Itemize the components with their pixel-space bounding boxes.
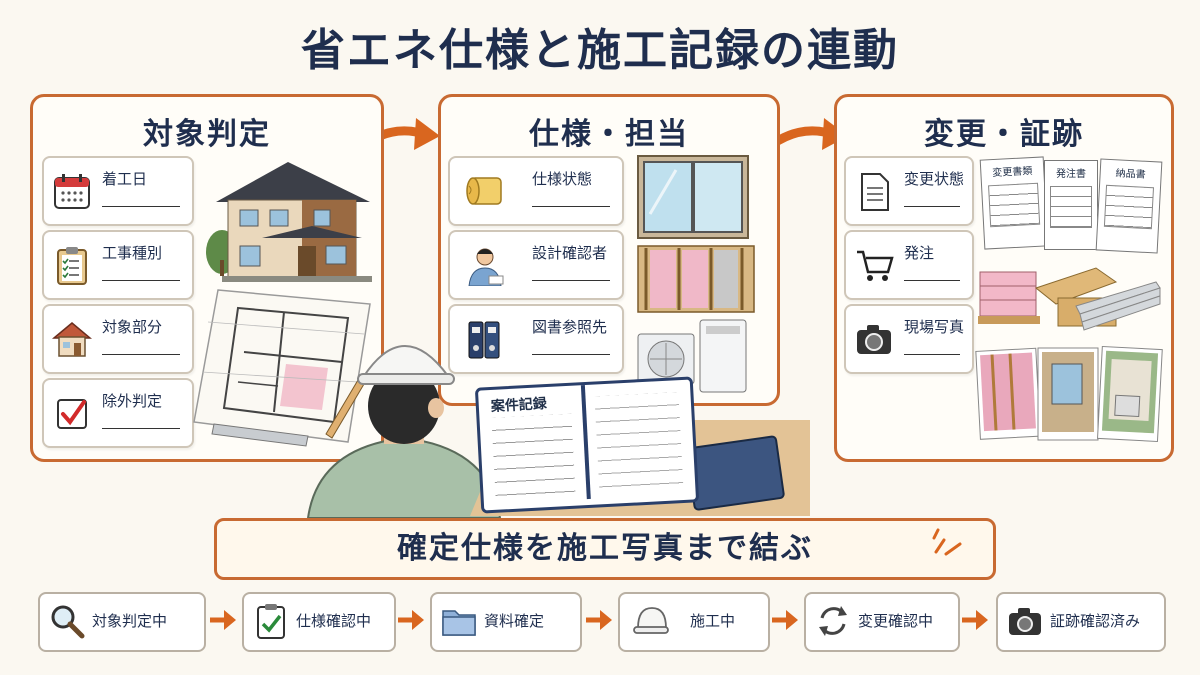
card-label: 変更状態 [904, 170, 965, 188]
doc-title: 納品書 [1115, 168, 1146, 181]
card-site-photo[interactable]: 現場写真 [844, 304, 974, 374]
card-label: 図書参照先 [532, 318, 608, 336]
step-label: 施工中 [690, 612, 736, 630]
clipboard-icon [57, 247, 87, 285]
doc-title: 発注書 [1056, 169, 1086, 180]
card-label: 現場写真 [904, 318, 965, 336]
document-icon [861, 173, 889, 211]
notebook-spine [580, 385, 591, 500]
camera-icon [857, 325, 891, 354]
step-label: 証跡確認済み [1050, 612, 1141, 630]
summary-banner: 確定仕様を施工写真まで結ぶ [214, 518, 996, 580]
input-line [532, 354, 610, 355]
house-illustration [206, 162, 372, 282]
card-target-part[interactable]: 対象部分 [42, 304, 194, 374]
wall-insulation-illustration [637, 245, 755, 313]
card-doc-reference[interactable]: 図書参照先 [448, 304, 624, 374]
hard-hat-icon [633, 607, 669, 634]
folder-icon [442, 610, 476, 636]
notebook-title: 案件記録 [490, 396, 548, 415]
step-label: 資料確定 [484, 612, 545, 630]
cart-icon [857, 250, 894, 281]
step-label: 対象判定中 [92, 612, 168, 630]
worker-illustration [306, 345, 502, 518]
notebook-right-page [594, 392, 684, 495]
step-arrow [962, 610, 988, 630]
materials-illustration [978, 267, 1161, 331]
clipboard-check-icon [257, 604, 285, 639]
binder-icon [468, 321, 500, 359]
step-spec-checking[interactable]: 仕様確認中 [242, 592, 396, 652]
input-line [904, 354, 960, 355]
magnifier-icon [51, 605, 85, 639]
card-label: 発注 [904, 244, 935, 262]
site-photos-illustration [975, 345, 1163, 443]
input-line [904, 280, 960, 281]
calendar-icon [54, 174, 90, 209]
doc-delivery-note: 納品書 [1095, 158, 1163, 254]
input-line [904, 206, 960, 207]
doc-title: 変更書類 [992, 166, 1033, 180]
step-evidence-confirmed[interactable]: 証跡確認済み [996, 592, 1166, 652]
panel-title: 変更・証跡 [924, 117, 1084, 152]
person-writing-icon [468, 248, 504, 286]
step-arrow [398, 610, 424, 630]
refresh-icon [819, 606, 847, 636]
card-design-checker[interactable]: 設計確認者 [448, 230, 624, 300]
camera-icon [1009, 608, 1041, 635]
card-label: 設計確認者 [532, 244, 608, 262]
input-line [532, 280, 610, 281]
window-illustration [637, 155, 749, 239]
card-label: 着工日 [102, 170, 148, 188]
input-line [532, 206, 610, 207]
project-record-notebook: 案件記録 [474, 376, 700, 514]
card-work-type[interactable]: 工事種別 [42, 230, 194, 300]
page-title: 省エネ仕様と施工記録の連動 [301, 25, 899, 76]
checkbox-icon [57, 399, 87, 429]
card-label: 工事種別 [102, 244, 163, 262]
step-arrow [586, 610, 612, 630]
card-label: 対象部分 [102, 318, 163, 336]
doc-change-form: 変更書類 [979, 156, 1049, 250]
card-start-date[interactable]: 着工日 [42, 156, 194, 226]
card-label: 仕様状態 [532, 170, 593, 188]
floor-plan-illustration [193, 289, 371, 447]
step-target-judging[interactable]: 対象判定中 [38, 592, 206, 652]
step-under-construction[interactable]: 施工中 [618, 592, 770, 652]
card-change-status[interactable]: 変更状態 [844, 156, 974, 226]
step-label: 仕様確認中 [296, 612, 372, 630]
hvac-unit-illustration [637, 319, 747, 393]
step-arrow [210, 610, 236, 630]
card-spec-status[interactable]: 仕様状態 [448, 156, 624, 226]
step-change-checking[interactable]: 変更確認中 [804, 592, 960, 652]
panel-title: 仕様・担当 [529, 117, 689, 152]
input-line [102, 280, 180, 281]
house-icon [52, 322, 92, 357]
doc-purchase-order: 発注書 [1044, 160, 1098, 250]
step-docs-confirmed[interactable]: 資料確定 [430, 592, 582, 652]
step-label: 変更確認中 [858, 612, 934, 630]
card-label: 除外判定 [102, 392, 163, 410]
input-line [102, 428, 180, 429]
card-exclusion[interactable]: 除外判定 [42, 378, 194, 448]
step-arrow [772, 610, 798, 630]
panel-title: 対象判定 [143, 117, 271, 152]
emphasis-marks [932, 528, 962, 556]
input-line [102, 206, 180, 207]
input-line [102, 354, 180, 355]
insulation-roll-icon [466, 177, 502, 205]
notebook-checklist [491, 413, 576, 502]
card-order[interactable]: 発注 [844, 230, 974, 300]
